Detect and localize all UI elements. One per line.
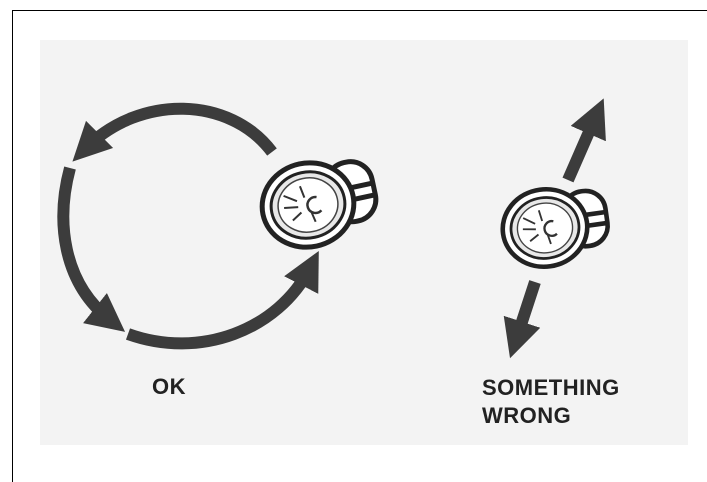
something-wrong-line2: WRONG xyxy=(482,402,620,430)
ok-flashlight-bulb-icon xyxy=(254,150,383,256)
wobble-arrow-up xyxy=(568,116,596,180)
something-wrong-label: SOMETHING WRONG xyxy=(482,374,620,430)
wobble-arrow-down xyxy=(516,282,535,340)
rotation-arrow-top xyxy=(86,109,272,152)
rotation-arrow-left xyxy=(63,168,110,320)
something-wrong-line1: SOMETHING xyxy=(482,374,620,402)
ok-label: OK xyxy=(152,374,186,400)
rotation-arrow-bottom xyxy=(128,268,310,343)
wrong-flashlight-bulb-icon xyxy=(498,181,613,272)
